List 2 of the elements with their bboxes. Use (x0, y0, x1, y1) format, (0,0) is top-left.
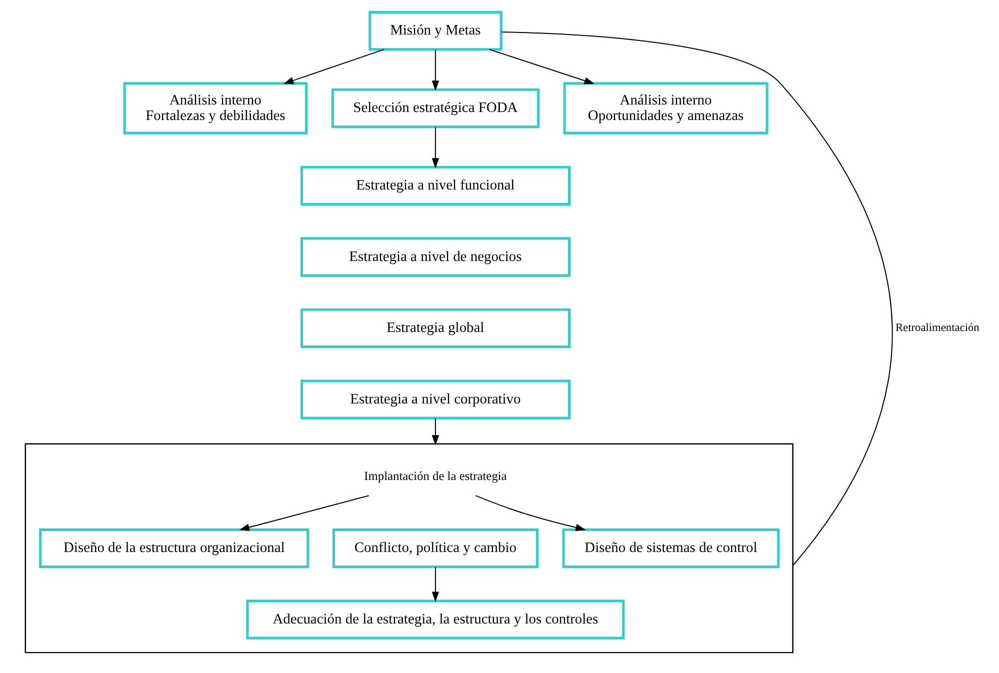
edge-label: Retroalimentación (894, 322, 979, 334)
node-text: Implantación de la estrategia (364, 469, 506, 484)
